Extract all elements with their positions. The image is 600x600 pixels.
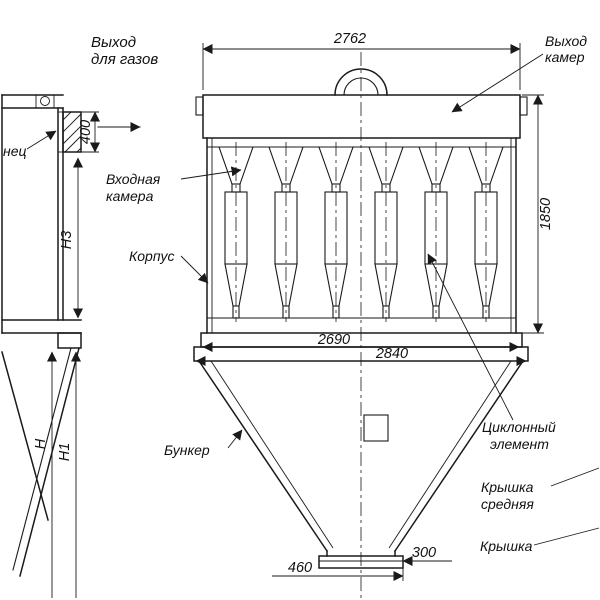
label-inlet-chamber-line2: камера bbox=[106, 188, 154, 204]
hopper-shape bbox=[197, 359, 525, 569]
dim-h3: Н3 bbox=[59, 157, 83, 319]
label-middle-cover-line1: Крышка bbox=[481, 479, 534, 495]
dim-h: Н bbox=[33, 351, 57, 598]
left-side-view: 400 Н3 Н Н1 Выход для газов нец bbox=[1, 34, 158, 598]
label-cover: Крышка bbox=[480, 538, 533, 554]
label-cyclone-element-line1: Циклонный bbox=[482, 419, 556, 435]
gas-outlet-flange bbox=[58, 111, 82, 153]
label-inlet-chamber-line1: Входная bbox=[106, 171, 161, 187]
label-outlet-chamber-line1: Выход bbox=[545, 33, 587, 49]
dim-300: 300 bbox=[402, 545, 452, 566]
dim-bottom-outlet: 300 bbox=[412, 545, 436, 561]
leader-inlet-chamber bbox=[180, 166, 242, 180]
dim-flange-inner: 2690 bbox=[317, 332, 350, 348]
front-view: 2762 bbox=[106, 31, 600, 598]
dim-400: 400 bbox=[78, 111, 100, 153]
leader-hopper bbox=[227, 429, 243, 449]
dim-overall-width: 2762 bbox=[333, 31, 366, 47]
leader-cyclone-element bbox=[427, 253, 514, 421]
dim-2762: 2762 bbox=[202, 31, 521, 90]
label-outlet-chamber-line2: камер bbox=[545, 49, 585, 65]
label-gas-outlet-line2: для газов bbox=[91, 51, 158, 68]
outlet-chamber-box bbox=[195, 94, 528, 139]
label-flange-cutoff: нец bbox=[3, 143, 27, 159]
bolt-head bbox=[40, 96, 50, 106]
dim-body-height: 1850 bbox=[538, 198, 554, 230]
support-bracket bbox=[57, 332, 82, 349]
leader-middle-cover bbox=[550, 467, 600, 487]
hopper-access-hatch bbox=[363, 414, 389, 442]
dim-height-h: Н bbox=[33, 438, 49, 449]
label-gas-outlet-line1: Выход bbox=[91, 34, 136, 51]
dim-1850: 1850 bbox=[518, 94, 554, 334]
dim-gas-outlet-width: 400 bbox=[78, 120, 94, 144]
leader-body bbox=[180, 255, 209, 284]
dim-flange-outer: 2840 bbox=[375, 346, 408, 362]
leader-outlet-chamber bbox=[451, 53, 544, 113]
body-shell bbox=[206, 137, 517, 334]
dim-height-h1: Н1 bbox=[57, 443, 73, 462]
dim-height-h3: Н3 bbox=[59, 231, 75, 250]
label-middle-cover-line2: средняя bbox=[481, 496, 534, 512]
leader-flange bbox=[26, 130, 57, 150]
dim-h1: Н1 bbox=[57, 351, 81, 598]
label-body: Корпус bbox=[129, 248, 175, 264]
dim-bottom-flange: 460 bbox=[288, 560, 312, 576]
dim-460: 460 bbox=[272, 560, 404, 581]
callouts: Выход камер Входная камера Корпус Бункер… bbox=[106, 33, 600, 554]
label-cyclone-element-line2: элемент bbox=[490, 436, 549, 452]
label-hopper: Бункер bbox=[164, 442, 210, 458]
leader-cover bbox=[533, 527, 600, 546]
